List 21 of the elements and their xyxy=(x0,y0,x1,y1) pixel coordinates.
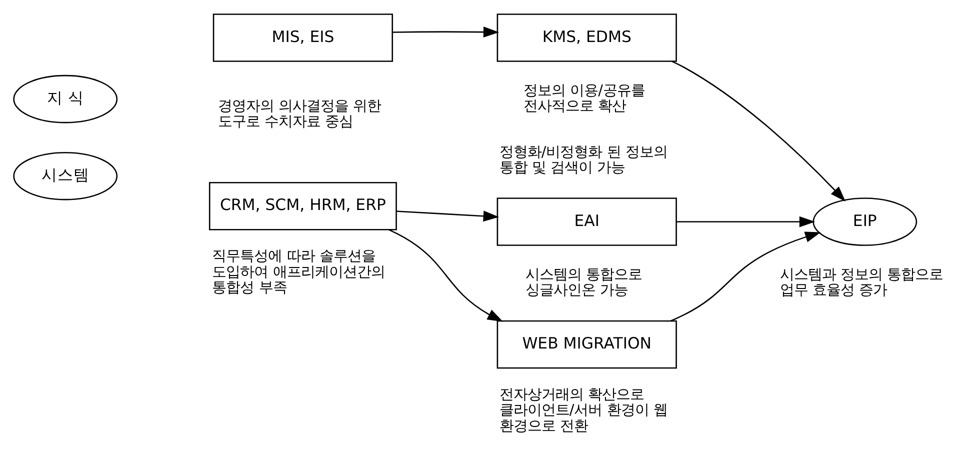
node-box: MIS, EIS xyxy=(212,14,394,62)
arrow xyxy=(676,216,816,228)
node-label: 시스템의 통합으로 싱글사인온 가능 xyxy=(526,266,642,299)
arrow xyxy=(670,232,821,322)
arrow xyxy=(396,210,500,222)
node-ellipse: 시스템 xyxy=(13,152,118,200)
node-label: 정보의 이용/공유를 전사적으로 확산 xyxy=(524,82,645,115)
arrow xyxy=(672,60,846,202)
node-ellipse: 지 식 xyxy=(13,74,118,124)
node-label: 시스템과 정보의 통합으로 업무 효율성 증가 xyxy=(780,266,944,299)
node-box: WEB MIGRATION xyxy=(496,320,677,369)
node-ellipse: EIP xyxy=(812,198,918,246)
node-box: KMS, EDMS xyxy=(496,14,677,62)
node-label: 경영자의 의사결정을 위한 도구로 수치자료 중심 xyxy=(218,98,382,130)
arrow xyxy=(388,229,504,322)
arrow xyxy=(392,26,500,38)
node-label: 직무특성에 따라 솔루션을 도입하여 애프리케이션간의 통합성 부족 xyxy=(212,248,385,296)
node-box: EAI xyxy=(496,198,677,246)
node-label: 전자상거래의 확산으로 클라이언트/서버 환경이 웹 환경으로 전환 xyxy=(499,387,668,434)
node-box: CRM, SCM, HRM, ERP xyxy=(208,182,397,230)
node-label: 정형화/비정형화 된 정보의 통합 및 검색이 가능 xyxy=(499,144,668,176)
